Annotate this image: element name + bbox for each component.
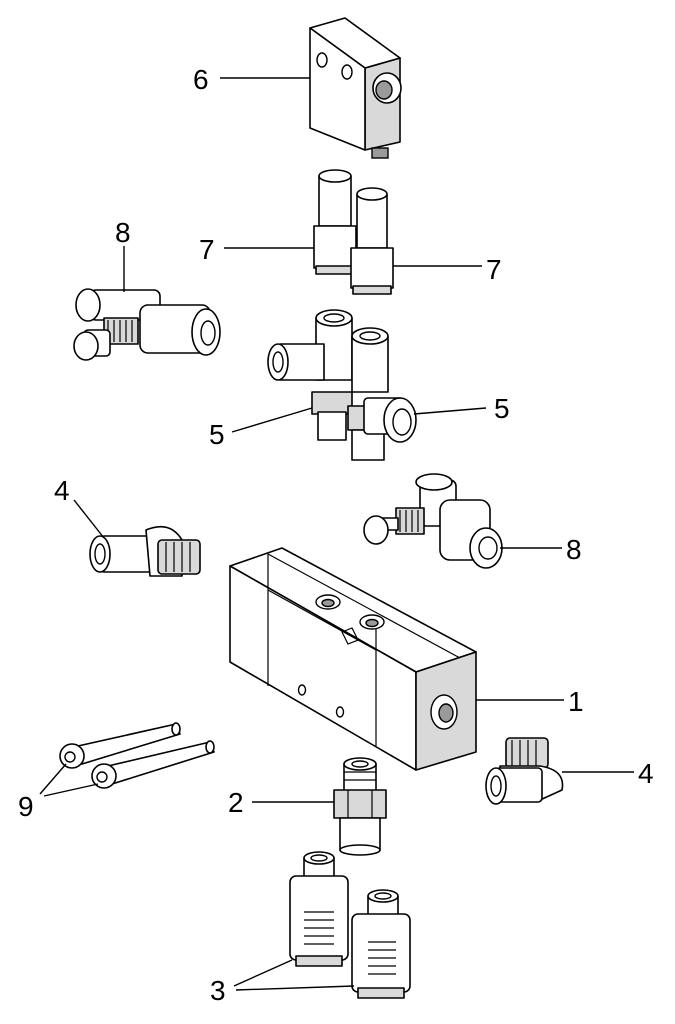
part-4-elbow-fitting-left [89, 525, 201, 577]
part-5-tee-fitting-cluster [267, 309, 417, 461]
part-1-valve-body [229, 547, 477, 771]
callout-4-right: 4 [638, 758, 654, 789]
leader-9-b [43, 783, 99, 797]
part-6-pilot-block [309, 17, 402, 159]
callout-labels: 6 8 7 7 5 5 4 8 1 4 2 9 3 [18, 64, 654, 1006]
callout-5-right: 5 [494, 393, 510, 424]
callout-1: 1 [568, 686, 584, 717]
callout-4-left: 4 [54, 475, 70, 506]
leader-5-left [231, 407, 313, 433]
callout-7-left: 7 [199, 234, 215, 265]
leader-5-right [413, 407, 487, 415]
part-8-flow-control-lower [363, 473, 503, 569]
callout-9: 9 [18, 791, 34, 822]
part-3-silencer-right [351, 889, 411, 999]
leader-lines [39, 77, 634, 991]
part-7-straight-connector-right [350, 187, 394, 295]
leader-3-a [233, 959, 293, 987]
part-2-adapter-nipple [333, 757, 387, 856]
part-4-elbow-fitting-right [485, 737, 564, 805]
callout-2: 2 [228, 787, 244, 818]
part-9-screw-upper [59, 722, 181, 769]
leader-3-b [235, 985, 355, 991]
callout-8-upper: 8 [115, 217, 131, 248]
callout-3: 3 [210, 975, 226, 1006]
callout-6: 6 [193, 64, 209, 95]
part-8-flow-control-upper [73, 288, 221, 361]
callout-8-lower: 8 [566, 534, 582, 565]
part-3-silencer-left [289, 851, 349, 967]
part-7-straight-connector-left [313, 169, 357, 275]
leader-9-a [39, 763, 67, 795]
leader-4-left [73, 499, 105, 539]
callout-7-right: 7 [486, 254, 502, 285]
part-9-screw-lower [91, 740, 215, 789]
callout-5-left: 5 [209, 419, 225, 450]
